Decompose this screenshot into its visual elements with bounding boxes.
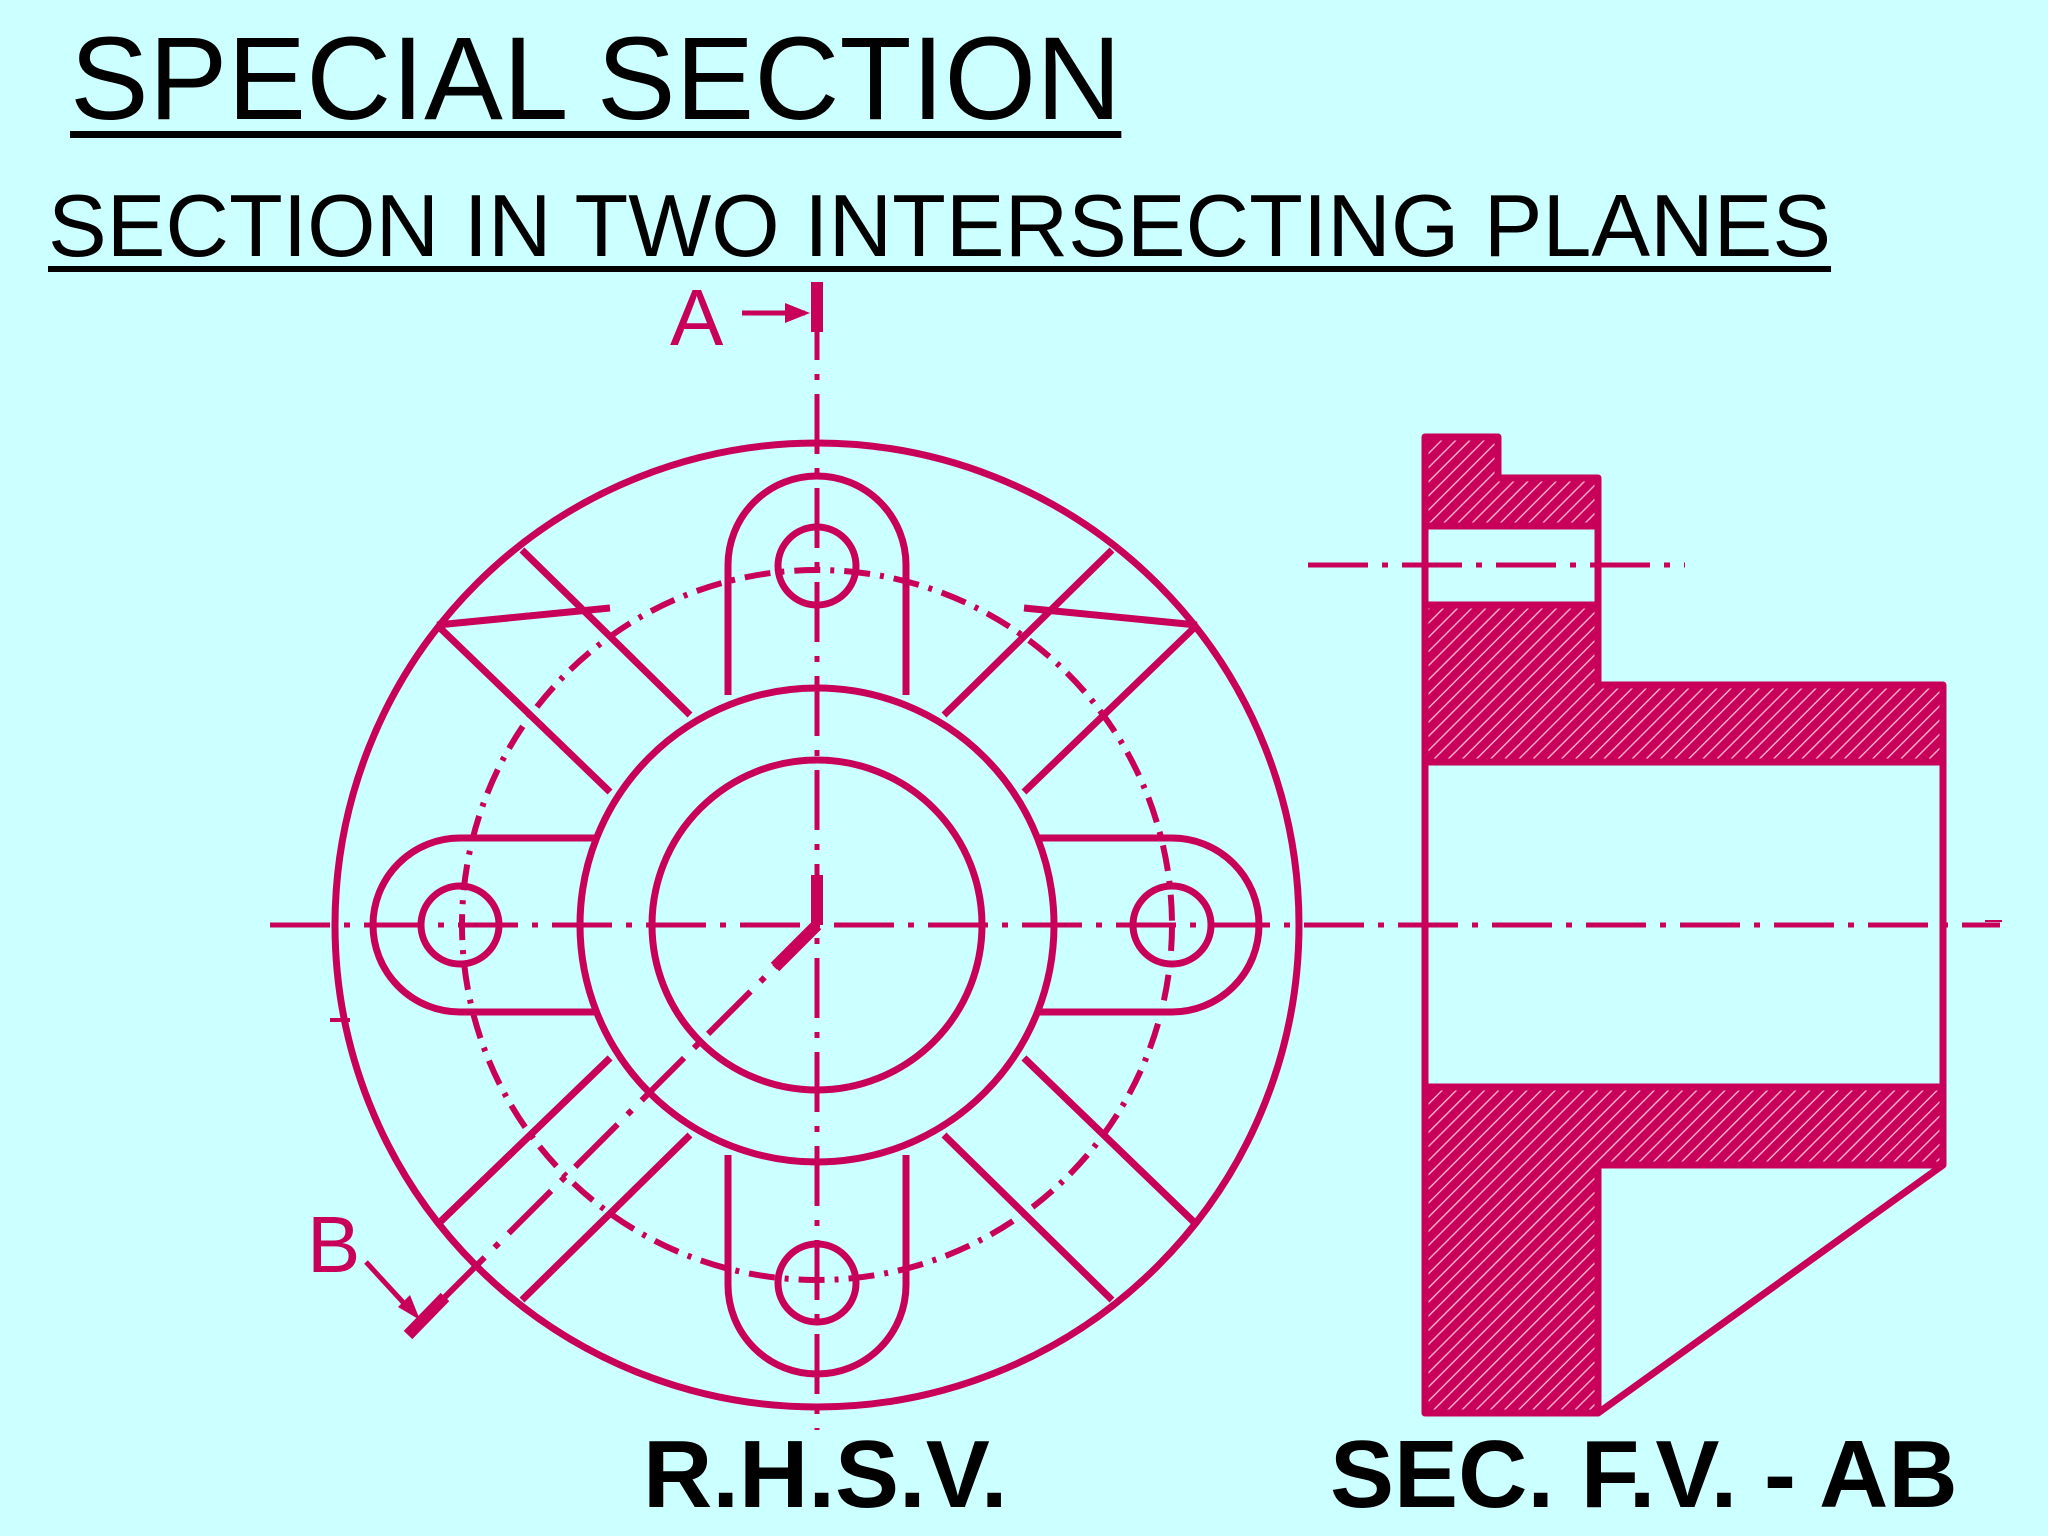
ribs bbox=[434, 547, 1200, 1303]
cutting-plane-diagonal bbox=[407, 922, 820, 1335]
page-title: SPECIAL SECTION bbox=[70, 13, 1122, 145]
side-view-label: R.H.S.V. bbox=[643, 1421, 1008, 1528]
section-outline bbox=[1421, 433, 1947, 1417]
section-hatch-upper-hub bbox=[1425, 605, 1943, 762]
label-b: B bbox=[307, 1200, 360, 1289]
page-subtitle: SECTION IN TWO INTERSECTING PLANES bbox=[48, 176, 1832, 275]
side-view: A B bbox=[270, 273, 2002, 1430]
section-view-label: SEC. F.V. - AB bbox=[1330, 1421, 1958, 1528]
section-hatch-lower-flange bbox=[1425, 1087, 1943, 1413]
top-lug bbox=[724, 472, 910, 695]
label-a: A bbox=[670, 273, 724, 362]
cutting-plane: A B bbox=[307, 273, 823, 1340]
section-view bbox=[1308, 433, 1947, 1417]
cutting-plane-b-end bbox=[403, 1292, 450, 1340]
